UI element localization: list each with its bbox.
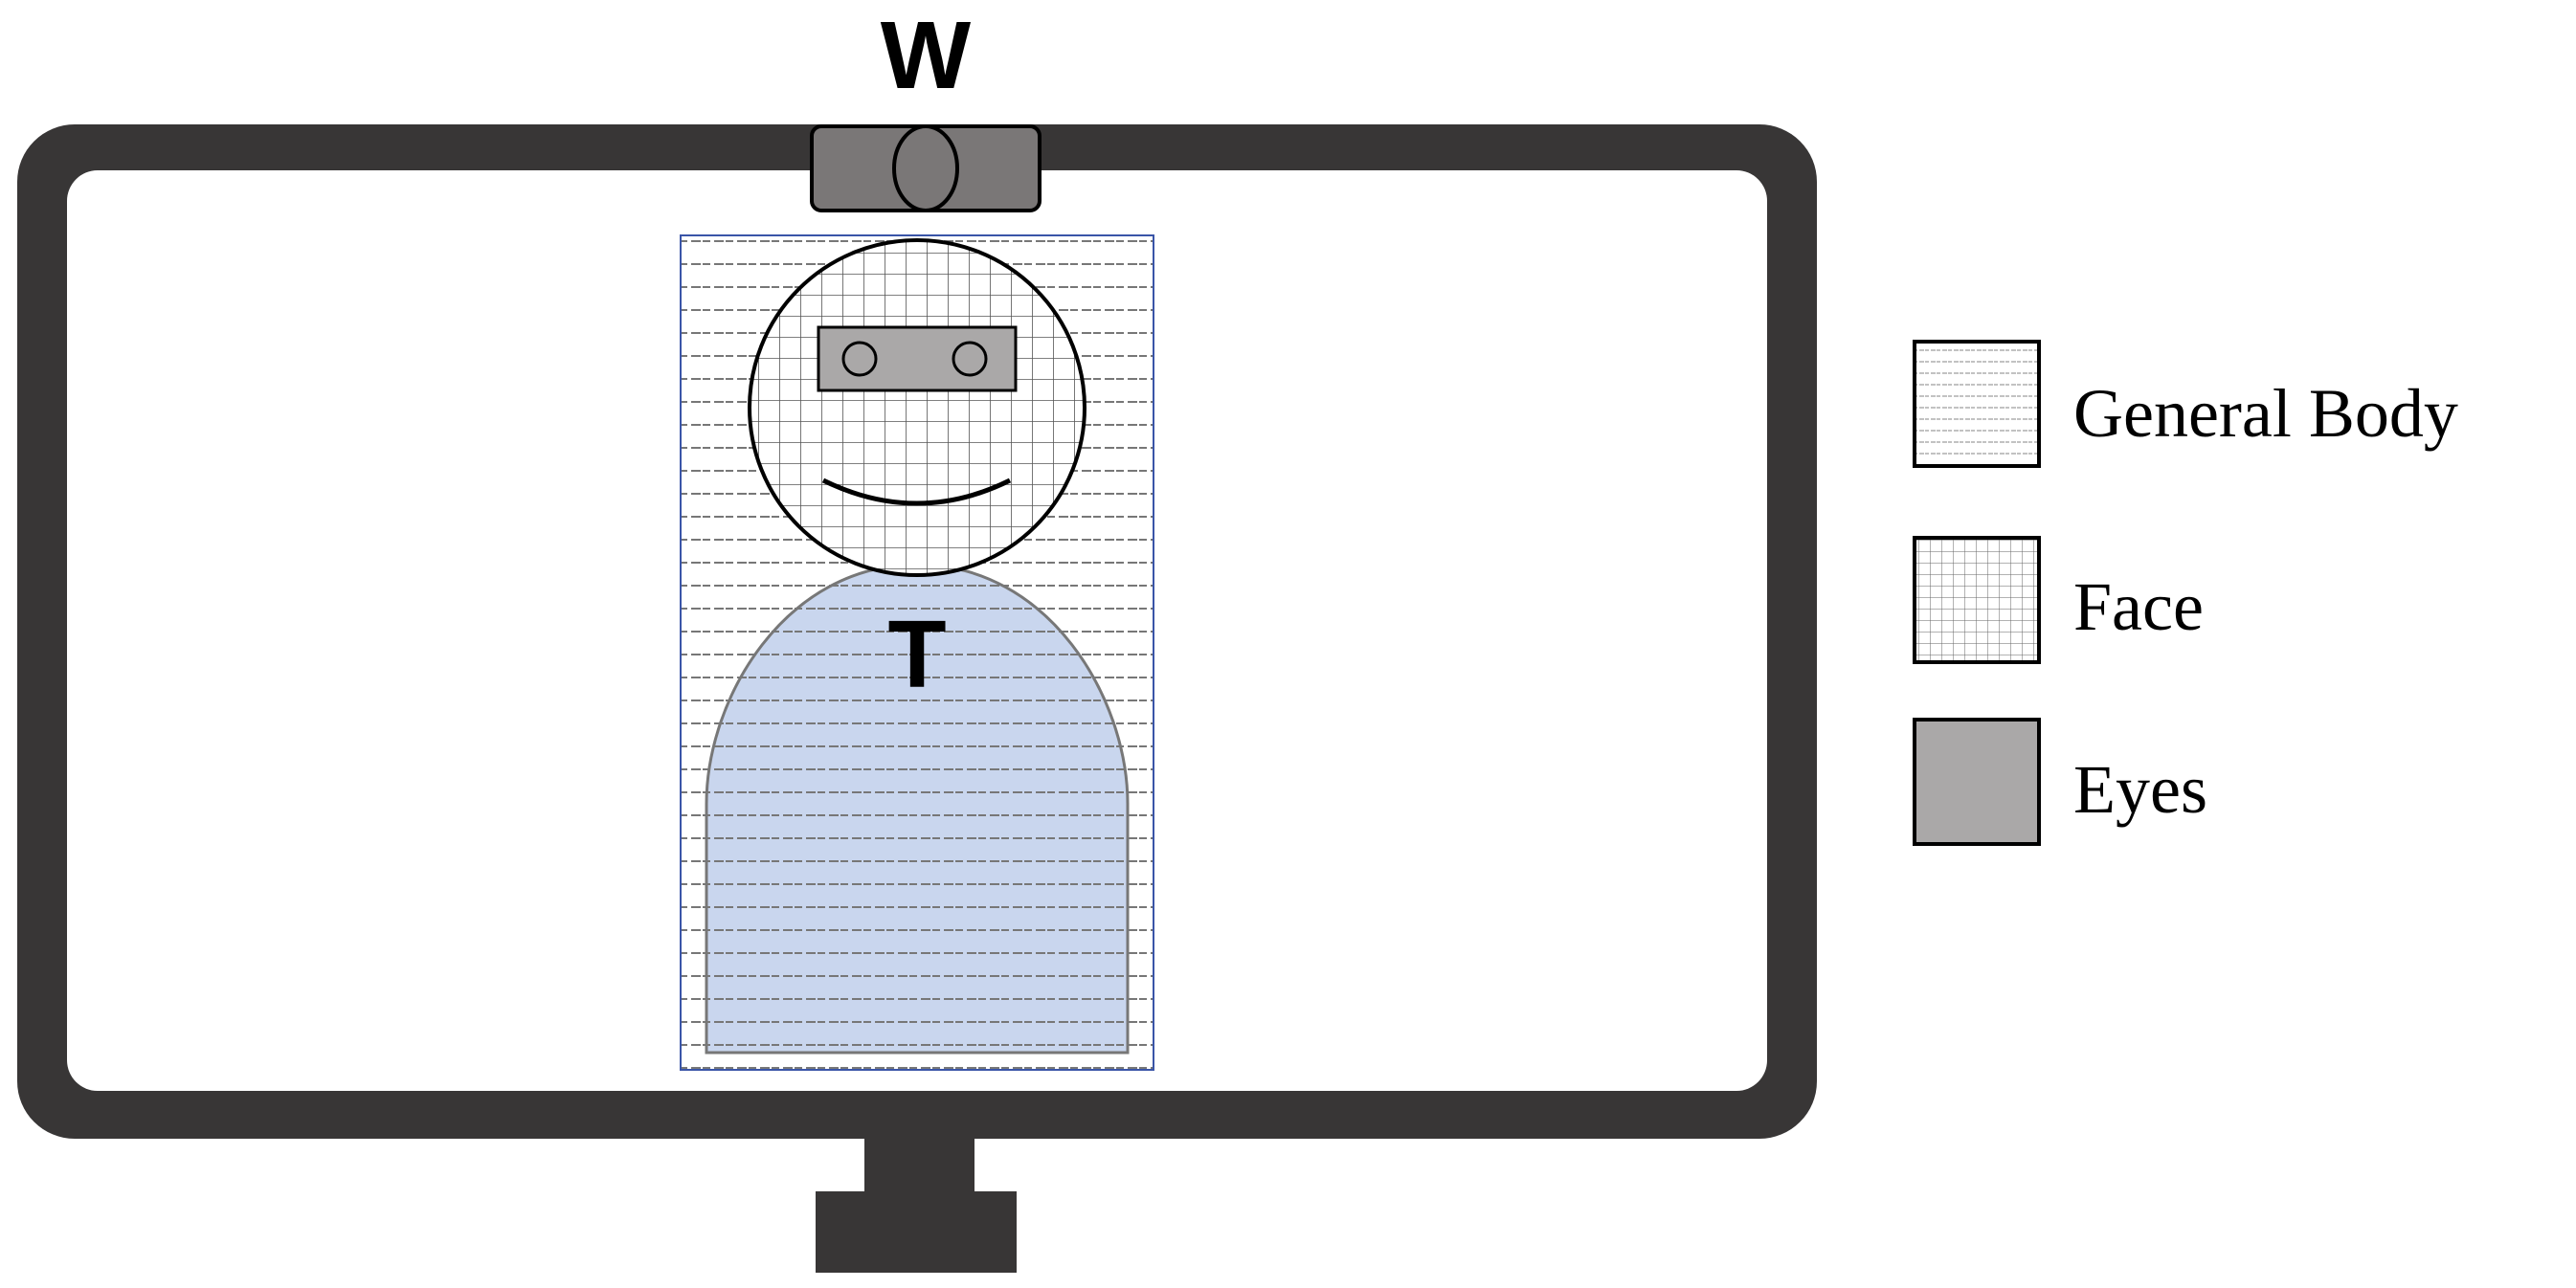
legend: General Body Face Eyes [1913, 340, 2458, 846]
monitor-stand [816, 1129, 1017, 1273]
torso-pattern [706, 565, 1128, 1053]
person-figure [680, 234, 1154, 1071]
stand-base [816, 1191, 1017, 1273]
legend-item-general-body: General Body [1913, 340, 2458, 468]
webcam-icon [810, 124, 1042, 212]
legend-label-face: Face [2073, 568, 2204, 645]
target-label: T [887, 601, 946, 708]
legend-swatch-eyes [1913, 718, 2041, 846]
legend-label-eyes: Eyes [2073, 751, 2207, 828]
face-grid [748, 238, 1086, 577]
legend-swatch-face-pattern [1916, 540, 2037, 660]
legend-label-general-body: General Body [2073, 375, 2458, 452]
webcam-lens [892, 124, 959, 212]
legend-item-eyes: Eyes [1913, 718, 2207, 846]
legend-swatch-general-body-pattern [1916, 344, 2037, 464]
legend-item-face: Face [1913, 536, 2204, 664]
webcam-label: W [881, 2, 972, 109]
right-eye [952, 341, 988, 377]
eyes-region [817, 325, 1018, 392]
smile [821, 477, 1012, 506]
left-eye [841, 341, 878, 377]
